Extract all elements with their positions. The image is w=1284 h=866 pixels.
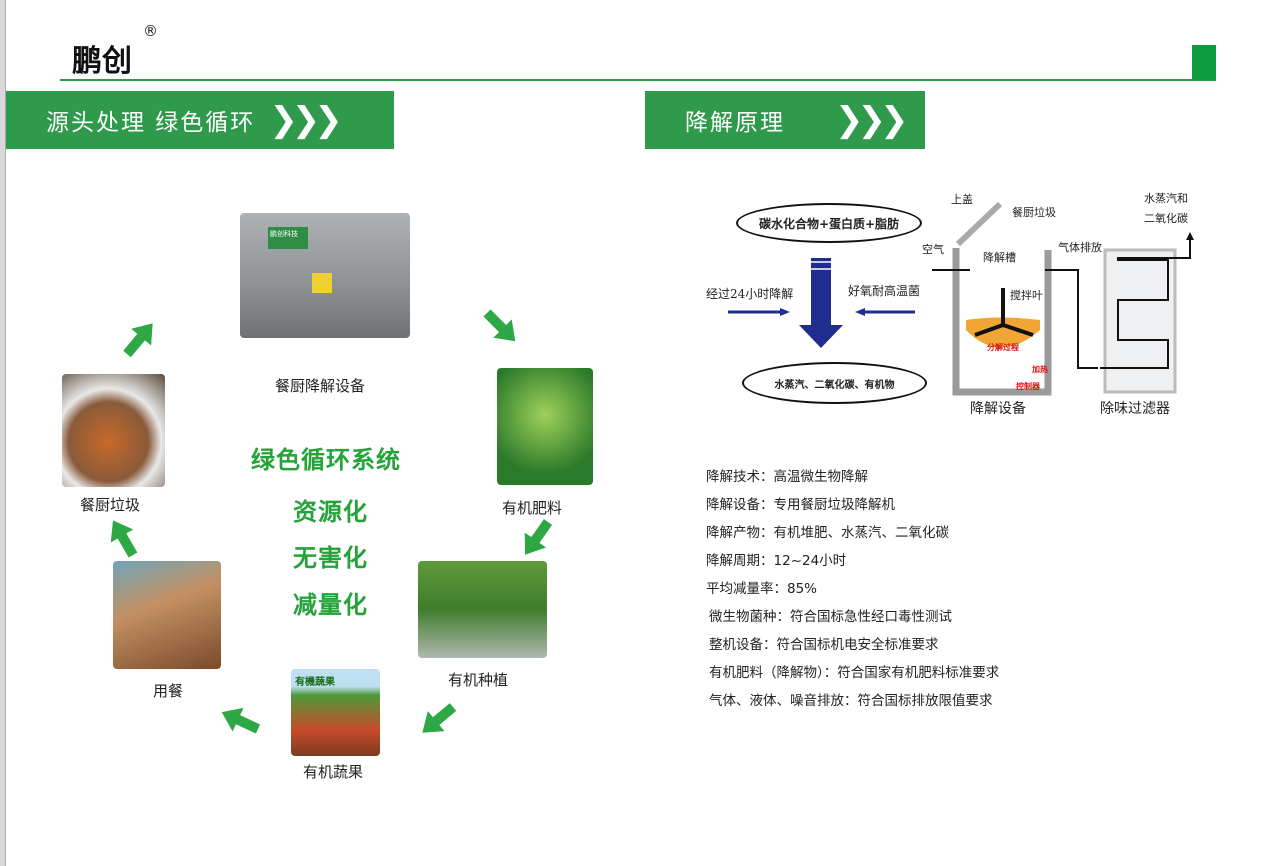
header-divider <box>60 79 1216 81</box>
right-banner: 降解原理 ❯❯❯ <box>645 91 925 149</box>
arrow-icon <box>117 315 163 363</box>
seedling-image <box>497 368 593 485</box>
spec-line: 降解产物：有机堆肥、水蒸汽、二氧化碳 <box>706 525 949 541</box>
output-oval: 水蒸汽、二氧化碳、有机物 <box>742 362 927 404</box>
down-arrow-icon <box>799 325 843 348</box>
page-edge <box>0 0 6 866</box>
warning-sign <box>312 273 332 293</box>
spec-line: 微生物菌种：符合国标急性经口毒性测试 <box>709 609 952 625</box>
left-banner-title: 源头处理 绿色循环 <box>46 110 256 136</box>
kitchen-waste-label: 餐厨垃圾 <box>1012 206 1056 219</box>
dining-label: 用餐 <box>153 682 184 700</box>
right-banner-title: 降解原理 <box>685 110 785 136</box>
spec-line: 有机肥料（降解物）：符合国家有机肥料标准要求 <box>709 665 1000 681</box>
process-label: 分解过程 <box>987 342 1019 352</box>
left-arrow-label: 经过24小时降解 <box>706 287 794 301</box>
veg-sign: 有機蔬果 <box>295 677 335 688</box>
arrow-icon <box>477 303 525 351</box>
spec-line: 降解设备：专用餐厨垃圾降解机 <box>706 497 895 513</box>
vegetables-image: 有機蔬果 <box>291 669 380 756</box>
heating-label: 加热 <box>1032 364 1048 374</box>
machine-label: 餐厨降解设备 <box>275 377 366 395</box>
spec-line: 降解技术：高温微生物降解 <box>706 469 868 485</box>
greenhouse-image <box>418 561 547 658</box>
filter-label: 除味过滤器 <box>1100 401 1170 417</box>
chevron-right-icon: ❯❯❯ <box>835 100 909 140</box>
spec-line: 整机设备：符合国标机电安全标准要求 <box>709 637 939 653</box>
corner-square <box>1192 45 1216 80</box>
vapor-label-1: 水蒸汽和 <box>1144 192 1188 205</box>
spec-line: 降解周期：12~24小时 <box>706 553 847 569</box>
registered-mark: ® <box>143 22 158 40</box>
brand-logo: 鹏创 <box>72 44 132 79</box>
process-diagram <box>728 201 1194 396</box>
arrow-icon <box>216 700 264 741</box>
vegetables-label: 有机蔬果 <box>303 763 364 781</box>
right-arrow-label: 好氧耐高温菌 <box>848 284 921 298</box>
spec-line: 气体、液体、噪音排放：符合国标排放限值要求 <box>709 693 993 709</box>
blade-label: 搅拌叶 <box>1010 289 1043 302</box>
arrow-icon <box>414 697 462 743</box>
lid-icon <box>955 201 1003 247</box>
planting-label: 有机种植 <box>448 671 509 689</box>
machine-image: 鹏创科技 <box>240 213 410 338</box>
controller-label: 控制器 <box>1016 381 1040 391</box>
spec-line: 平均减量率：85% <box>706 581 818 597</box>
arrow-icon <box>101 513 145 562</box>
tank-icon <box>952 248 1052 396</box>
fertilizer-label: 有机肥料 <box>502 499 563 517</box>
arrow-icon <box>514 514 559 563</box>
machine-brand: 鹏创科技 <box>268 227 308 249</box>
filter-icon <box>1103 248 1177 394</box>
center-title: 绿色循环系统 <box>251 446 401 474</box>
left-banner: 源头处理 绿色循环 ❯❯❯ <box>6 91 394 149</box>
exhaust-label: 气体排放 <box>1058 241 1102 254</box>
food-waste-image <box>62 374 165 487</box>
dining-image <box>113 561 221 669</box>
center-item-harmless: 无害化 <box>293 544 368 572</box>
cycle-arrows <box>101 303 559 743</box>
device-label: 降解设备 <box>970 401 1026 417</box>
center-item-reduction: 减量化 <box>293 591 368 619</box>
center-item-resource: 资源化 <box>293 498 368 526</box>
input-oval: 碳水化合物+蛋白质+脂肪 <box>736 203 922 243</box>
chevron-right-icon: ❯❯❯ <box>269 100 343 140</box>
tank-label: 降解槽 <box>983 251 1016 264</box>
waste-label: 餐厨垃圾 <box>80 496 141 514</box>
vapor-label-2: 二氧化碳 <box>1144 212 1188 225</box>
lid-label: 上盖 <box>951 193 973 206</box>
air-label: 空气 <box>922 243 944 256</box>
